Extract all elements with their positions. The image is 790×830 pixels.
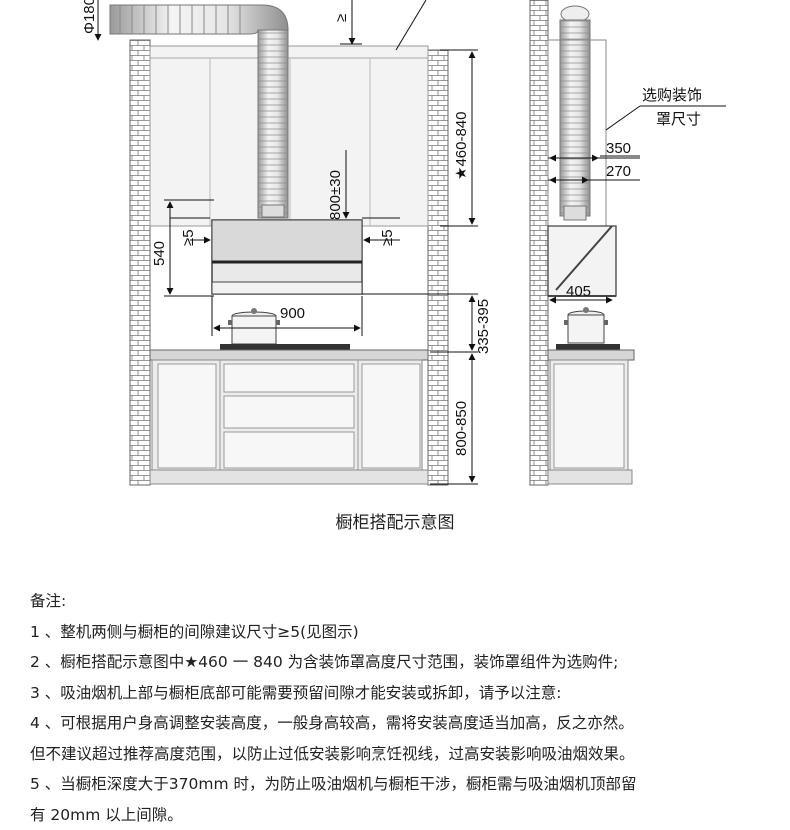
cooking-pot <box>228 308 280 344</box>
diagram-caption: 橱柜搭配示意图 <box>0 508 790 533</box>
wall-cabinet <box>150 46 428 226</box>
dim-270: 270 <box>606 163 631 180</box>
callout-line-1: 选购装饰 <box>642 87 702 104</box>
note-line-6: 5 、当橱柜深度大于370mm 时，为防止吸油烟机与橱柜干涉，橱柜需与吸油烟机顶… <box>30 769 780 800</box>
front-view: Φ180 ≥ ★460-840 800±30 ≥5 ≥5 540 900 335… <box>81 0 492 485</box>
dim-pipe-diameter: Φ180 <box>81 0 98 34</box>
countertop <box>150 350 428 360</box>
cabinet-installation-diagram: Φ180 ≥ ★460-840 800±30 ≥5 ≥5 540 900 335… <box>0 0 790 520</box>
dim-460-840: ★460-840 <box>453 112 470 181</box>
side-countertop <box>548 350 634 360</box>
side-cooking-pot <box>564 307 608 343</box>
callout-line-2: 罩尺寸 <box>656 111 701 128</box>
dim-800-850: 800-850 <box>453 401 470 456</box>
note-line-2: 2 、橱柜搭配示意图中★460 一 840 为含装饰罩高度尺寸范围，装饰罩组件为… <box>30 647 780 678</box>
side-brick-wall <box>530 0 548 485</box>
left-brick-wall <box>130 40 150 485</box>
notes-title: 备注: <box>30 586 780 617</box>
note-line-7: 有 20mm 以上间隙。 <box>30 800 780 830</box>
note-line-5: 但不建议超过推荐高度范围，以防止过低安装影响烹饪视线，过高安装影响吸油烟效果。 <box>30 739 780 770</box>
dim-405: 405 <box>566 283 591 300</box>
dim-800-30: 800±30 <box>327 170 344 220</box>
dim-350: 350 <box>606 140 631 157</box>
right-brick-wall <box>428 50 448 485</box>
dim-gap-right: ≥5 <box>379 229 396 246</box>
dim-540: 540 <box>151 241 168 266</box>
dim-top-gap: ≥ <box>333 14 350 22</box>
note-line-3: 3 、吸油烟机上部与橱柜底部可能需要预留间隙才能安装或拆卸，请予以注意: <box>30 678 780 709</box>
note-line-1: 1 、整机两侧与橱柜的间隙建议尺寸≥5(见图示) <box>30 617 780 648</box>
dim-gap-left: ≥5 <box>180 229 197 246</box>
dim-335-395: 335-395 <box>475 299 492 354</box>
notes-section: 备注: 1 、整机两侧与橱柜的间隙建议尺寸≥5(见图示) 2 、橱柜搭配示意图中… <box>30 586 780 830</box>
side-view: 选购装饰 罩尺寸 350 270 405 <box>530 0 726 485</box>
note-line-4: 4 、可根据用户身高调整安装高度，一般身高较高，需将安装高度适当加高，反之亦然。 <box>30 708 780 739</box>
dim-900: 900 <box>280 305 305 322</box>
